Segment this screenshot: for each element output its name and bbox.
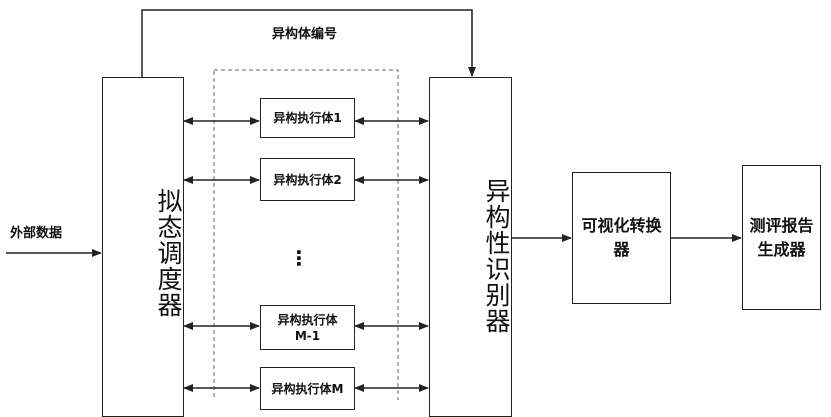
executor-ellipsis: ⋮ <box>287 246 311 270</box>
visualization-label: 可视化转换器 <box>581 216 662 259</box>
scheduler-label: 拟态调度器 <box>154 188 183 318</box>
external-data-label: 外部数据 <box>10 226 63 241</box>
executor-box-3: 异构执行体 M-1 <box>260 305 355 350</box>
executor-box-1: 异构执行体1 <box>260 98 355 138</box>
executor-2-line1: 异构执行体2 <box>273 172 342 187</box>
executor-3-line1: 异构执行体 <box>277 312 338 327</box>
report-label: 测评报告生成器 <box>749 215 814 259</box>
executor-4-line1: 异构执行体M <box>271 381 344 396</box>
report-box: 测评报告生成器 <box>742 165 821 310</box>
executor-group-frame <box>213 69 399 400</box>
executor-box-4: 异构执行体M <box>260 367 355 410</box>
executor-1-line1: 异构执行体1 <box>273 111 342 125</box>
identifier-box: 异构性识别器 <box>429 77 512 417</box>
executor-3-line2: M-1 <box>294 328 321 343</box>
feedback-label: 异构体编号 <box>272 27 338 42</box>
executor-box-2: 异构执行体2 <box>260 158 355 201</box>
feedback-line <box>141 9 476 77</box>
diagram-connectors <box>6 9 742 400</box>
visualization-box: 可视化转换器 <box>572 172 671 304</box>
identifier-label: 异构性识别器 <box>482 178 511 334</box>
scheduler-box: 拟态调度器 <box>102 77 184 417</box>
